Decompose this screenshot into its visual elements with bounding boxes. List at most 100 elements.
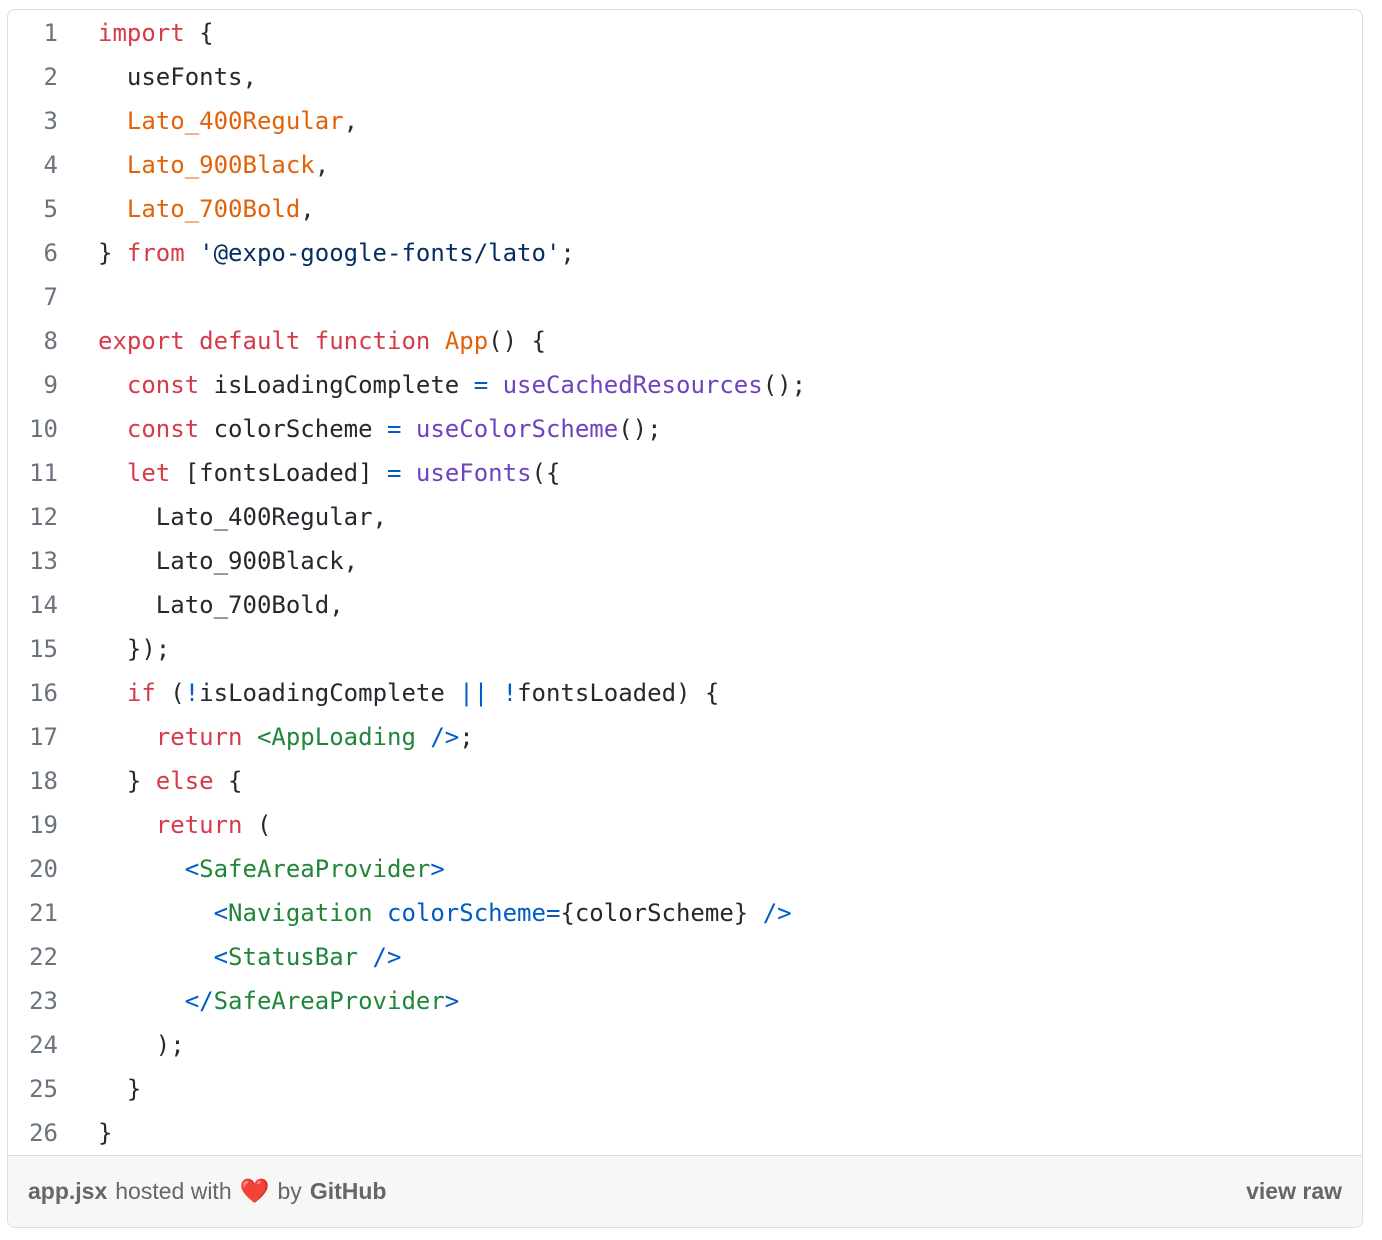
line-number[interactable]: 6 bbox=[43, 239, 58, 267]
code-text: return <AppLoading />; bbox=[58, 723, 1362, 751]
code-text: import { bbox=[58, 19, 1362, 47]
line-number[interactable]: 2 bbox=[43, 63, 58, 91]
code-line: 2 useFonts, bbox=[8, 55, 1362, 99]
code-token: { bbox=[213, 767, 243, 795]
code-token: Lato_700Bold bbox=[126, 195, 301, 223]
line-number[interactable]: 18 bbox=[29, 767, 58, 795]
line-number[interactable]: 22 bbox=[29, 943, 58, 971]
line-number[interactable]: 11 bbox=[29, 459, 58, 487]
code-text: const colorScheme = useColorScheme(); bbox=[58, 415, 1362, 443]
code-text: export default function App() { bbox=[58, 327, 1362, 355]
code-token: (); bbox=[762, 371, 807, 399]
code-token: colorScheme bbox=[199, 415, 387, 443]
code-token: , bbox=[343, 107, 359, 135]
code-token: {colorScheme} bbox=[560, 899, 763, 927]
code-token: = bbox=[387, 415, 402, 443]
code-line: 5 Lato_700Bold, bbox=[8, 187, 1362, 231]
code-text: useFonts, bbox=[58, 63, 1362, 91]
github-link[interactable]: GitHub bbox=[309, 1178, 387, 1204]
code-text: <SafeAreaProvider> bbox=[58, 855, 1362, 883]
code-token: Lato_900Black, bbox=[98, 547, 359, 575]
code-text: Lato_400Regular, bbox=[58, 107, 1362, 135]
code-text: Lato_400Regular, bbox=[58, 503, 1362, 531]
code-token bbox=[185, 327, 199, 355]
code-line: 22 <StatusBar /> bbox=[8, 935, 1362, 979]
code-token: return bbox=[155, 811, 243, 839]
gist-meta: app.jsx hosted with ❤️ by GitHub bbox=[28, 1177, 386, 1206]
code-token: < bbox=[213, 899, 229, 927]
line-number[interactable]: 17 bbox=[29, 723, 58, 751]
code-token: } bbox=[98, 1119, 113, 1147]
code-text: } bbox=[58, 1075, 1362, 1103]
code-token: isLoadingComplete bbox=[199, 371, 474, 399]
line-number[interactable]: 24 bbox=[29, 1031, 58, 1059]
code-token: > bbox=[430, 855, 445, 883]
code-token bbox=[401, 415, 415, 443]
code-token: colorScheme= bbox=[387, 899, 561, 927]
code-token: Lato_400Regular, bbox=[98, 503, 387, 531]
code-token: default bbox=[199, 327, 301, 355]
code-line: 26} bbox=[8, 1111, 1362, 1155]
line-number[interactable]: 25 bbox=[29, 1075, 58, 1103]
code-token: ); bbox=[98, 1031, 185, 1059]
code-token bbox=[185, 239, 199, 267]
line-number[interactable]: 3 bbox=[43, 107, 58, 135]
code-token bbox=[98, 855, 185, 883]
code-line: 17 return <AppLoading />; bbox=[8, 715, 1362, 759]
code-token bbox=[358, 943, 372, 971]
code-text: } from '@expo-google-fonts/lato'; bbox=[58, 239, 1362, 267]
code-text: <StatusBar /> bbox=[58, 943, 1362, 971]
line-number[interactable]: 7 bbox=[43, 283, 58, 311]
code-line: 3 Lato_400Regular, bbox=[8, 99, 1362, 143]
line-number[interactable]: 9 bbox=[43, 371, 58, 399]
code-line: 7 bbox=[8, 275, 1362, 319]
code-token: { bbox=[184, 19, 214, 47]
code-token: useFonts, bbox=[98, 63, 257, 91]
code-token: ; bbox=[459, 723, 474, 751]
code-token: export bbox=[98, 327, 185, 355]
line-number[interactable]: 5 bbox=[43, 195, 58, 223]
view-raw-link[interactable]: view raw bbox=[1246, 1178, 1342, 1204]
code-token: SafeAreaProvider bbox=[213, 987, 445, 1015]
line-number[interactable]: 21 bbox=[29, 899, 58, 927]
line-number[interactable]: 10 bbox=[29, 415, 58, 443]
code-token: if bbox=[126, 679, 156, 707]
code-text: Lato_900Black, bbox=[58, 547, 1362, 575]
code-token bbox=[98, 371, 127, 399]
line-number[interactable]: 15 bbox=[29, 635, 58, 663]
line-number[interactable]: 19 bbox=[29, 811, 58, 839]
code-token: = bbox=[473, 371, 489, 399]
line-number[interactable]: 26 bbox=[29, 1119, 58, 1147]
code-token: </ bbox=[184, 987, 214, 1015]
code-token: from bbox=[126, 239, 185, 267]
code-text: Lato_700Bold, bbox=[58, 195, 1362, 223]
code-token bbox=[98, 151, 127, 179]
line-number[interactable]: 23 bbox=[29, 987, 58, 1015]
line-number[interactable]: 12 bbox=[29, 503, 58, 531]
line-number[interactable]: 16 bbox=[29, 679, 58, 707]
code-text: const isLoadingComplete = useCachedResou… bbox=[58, 371, 1362, 399]
file-name-link[interactable]: app.jsx bbox=[28, 1178, 108, 1204]
heart-icon: ❤️ bbox=[239, 1178, 270, 1205]
code-token bbox=[98, 415, 127, 443]
code-token bbox=[98, 723, 156, 751]
line-number[interactable]: 20 bbox=[29, 855, 58, 883]
code-text: <Navigation colorScheme={colorScheme} /> bbox=[58, 899, 1362, 927]
code-token: useColorScheme bbox=[415, 415, 619, 443]
code-token bbox=[98, 459, 127, 487]
line-number[interactable]: 1 bbox=[43, 19, 58, 47]
code-token bbox=[98, 943, 214, 971]
code-token: SafeAreaProvider bbox=[199, 855, 431, 883]
code-line: 13 Lato_900Black, bbox=[8, 539, 1362, 583]
code-token: (); bbox=[618, 415, 662, 443]
line-number[interactable]: 8 bbox=[43, 327, 58, 355]
line-number[interactable]: 14 bbox=[29, 591, 58, 619]
code-token: let bbox=[126, 459, 171, 487]
code-token: fontsLoaded) { bbox=[517, 679, 720, 707]
code-line: 12 Lato_400Regular, bbox=[8, 495, 1362, 539]
line-number[interactable]: 13 bbox=[29, 547, 58, 575]
code-token bbox=[373, 899, 387, 927]
line-number[interactable]: 4 bbox=[43, 151, 58, 179]
code-token bbox=[98, 811, 156, 839]
